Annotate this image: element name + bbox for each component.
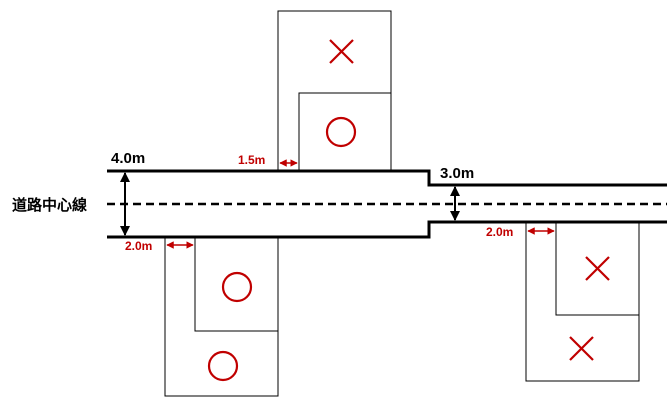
road-edge-top xyxy=(107,169,667,187)
bottom-left-lot-outer xyxy=(164,237,279,397)
circle-mark-bottom-left-lower xyxy=(207,350,239,382)
cross-mark-top xyxy=(329,39,354,64)
setback-label-top: 1.5m xyxy=(238,153,265,167)
setback-label-bottom-right: 2.0m xyxy=(486,225,513,239)
top-lot-inner xyxy=(298,92,392,172)
road-width-label-right: 3.0m xyxy=(440,165,474,182)
road-width-label-left: 4.0m xyxy=(111,150,145,167)
cross-mark-bottom-right-lower xyxy=(569,336,594,361)
bottom-left-lot-inner xyxy=(194,237,279,332)
road-center-line-label: 道路中心線 xyxy=(12,196,87,214)
circle-mark-bottom-left-upper xyxy=(221,271,253,303)
cross-mark-bottom-right-upper xyxy=(585,256,610,281)
top-lot-outer xyxy=(277,10,392,172)
road-edge-bottom xyxy=(107,220,667,239)
bottom-right-lot-outer xyxy=(525,221,640,382)
setback-label-bottom-left: 2.0m xyxy=(125,239,152,253)
circle-mark-top xyxy=(325,116,357,148)
